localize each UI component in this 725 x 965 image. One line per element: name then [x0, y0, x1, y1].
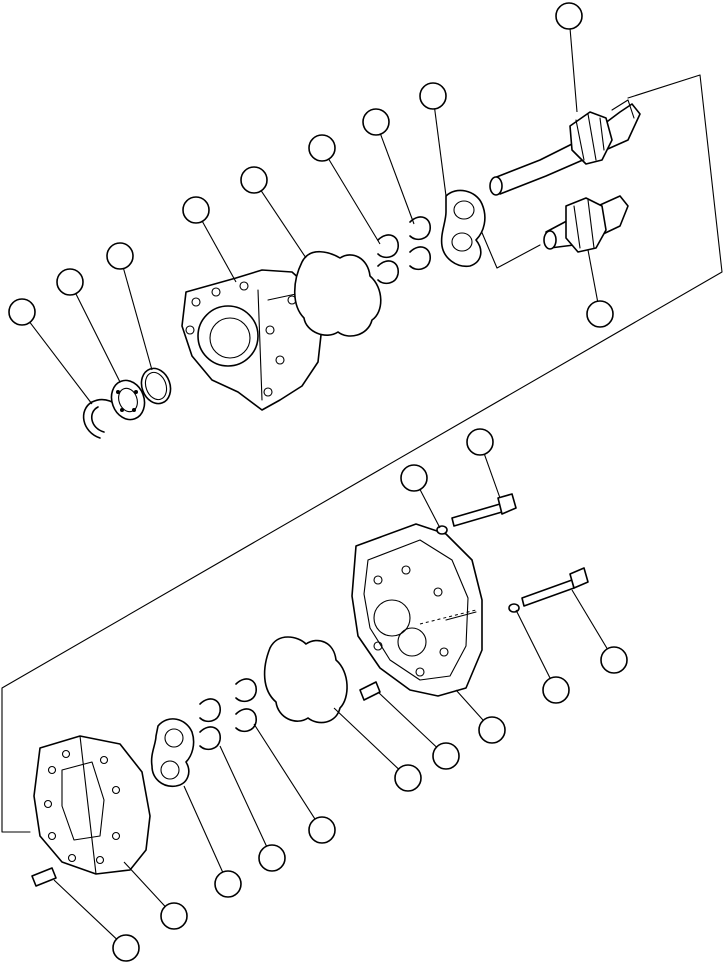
callout-circle-10[interactable]: [586, 300, 614, 328]
callout-circle-12[interactable]: [400, 464, 428, 492]
callout-circle-15[interactable]: [478, 716, 506, 744]
callout-circle-7[interactable]: [106, 242, 134, 270]
driven-gear-part: [543, 195, 629, 253]
leader-line-20: [183, 785, 224, 873]
callout-circle-5[interactable]: [240, 166, 268, 194]
leader-line-1: [569, 28, 578, 113]
leader-line-4: [328, 158, 381, 245]
leader-line-11: [483, 454, 501, 499]
gasket-bottom-part: [263, 636, 348, 724]
bolt-lower-part: [508, 567, 589, 613]
callout-circle-11[interactable]: [466, 428, 494, 456]
callout-circle-13[interactable]: [600, 646, 628, 674]
callout-circle-20[interactable]: [214, 870, 242, 898]
callout-circle-1[interactable]: [555, 2, 583, 30]
leader-line-17: [333, 707, 399, 770]
seal-clips-top-part: [377, 216, 431, 285]
leader-line-2: [434, 108, 447, 197]
leader-line-21: [123, 861, 166, 907]
gasket-top-part: [293, 250, 382, 337]
drive-gear-shaft-part: [489, 99, 641, 196]
wear-plate-top-part: [440, 189, 486, 268]
washer-ring-part: [140, 367, 172, 405]
callout-circle-2[interactable]: [419, 82, 447, 110]
leader-line-14: [515, 609, 551, 679]
callout-circle-3[interactable]: [362, 108, 390, 136]
leader-line-18: [253, 723, 316, 820]
leader-line-16: [377, 691, 437, 748]
callout-circle-9[interactable]: [8, 298, 36, 326]
callout-circle-14[interactable]: [542, 676, 570, 704]
callout-circle-18[interactable]: [308, 816, 336, 844]
leader-line-9: [29, 322, 93, 405]
front-housing-part: [181, 269, 323, 411]
leader-line-22: [53, 879, 117, 940]
callout-circle-22[interactable]: [112, 934, 140, 962]
dowel-pin-lower-part: [31, 867, 57, 887]
bearing-part: [110, 379, 146, 421]
callout-circle-17[interactable]: [394, 764, 422, 792]
gear-housing-part: [351, 523, 483, 697]
callout-circle-21[interactable]: [160, 902, 188, 930]
leader-line-8: [75, 293, 121, 383]
leader-line-3: [380, 133, 415, 225]
rear-cover-part: [33, 735, 151, 875]
callout-circle-19[interactable]: [258, 844, 286, 872]
callout-bubbles: [8, 2, 628, 962]
dowel-pin-middle-part: [359, 681, 381, 701]
leader-line-7: [122, 268, 153, 371]
leader-line-13: [571, 589, 608, 650]
leader-line-19: [219, 745, 268, 847]
callout-circle-6[interactable]: [182, 196, 210, 224]
leader-line-10: [587, 249, 599, 302]
seal-clips-bottom-part: [199, 678, 257, 751]
bolt-upper-part: [436, 493, 517, 535]
callout-circle-8[interactable]: [56, 268, 84, 296]
callout-circle-16[interactable]: [432, 742, 460, 770]
assembly-boundary-lines: [1, 74, 723, 833]
wear-plate-bottom-part: [150, 718, 195, 788]
leader-line-6: [201, 221, 237, 283]
callout-leaders: [29, 28, 608, 940]
leader-line-12: [419, 489, 441, 529]
callout-circle-4[interactable]: [308, 134, 336, 162]
leader-line-15: [455, 689, 484, 721]
leader-line-5: [260, 190, 307, 259]
